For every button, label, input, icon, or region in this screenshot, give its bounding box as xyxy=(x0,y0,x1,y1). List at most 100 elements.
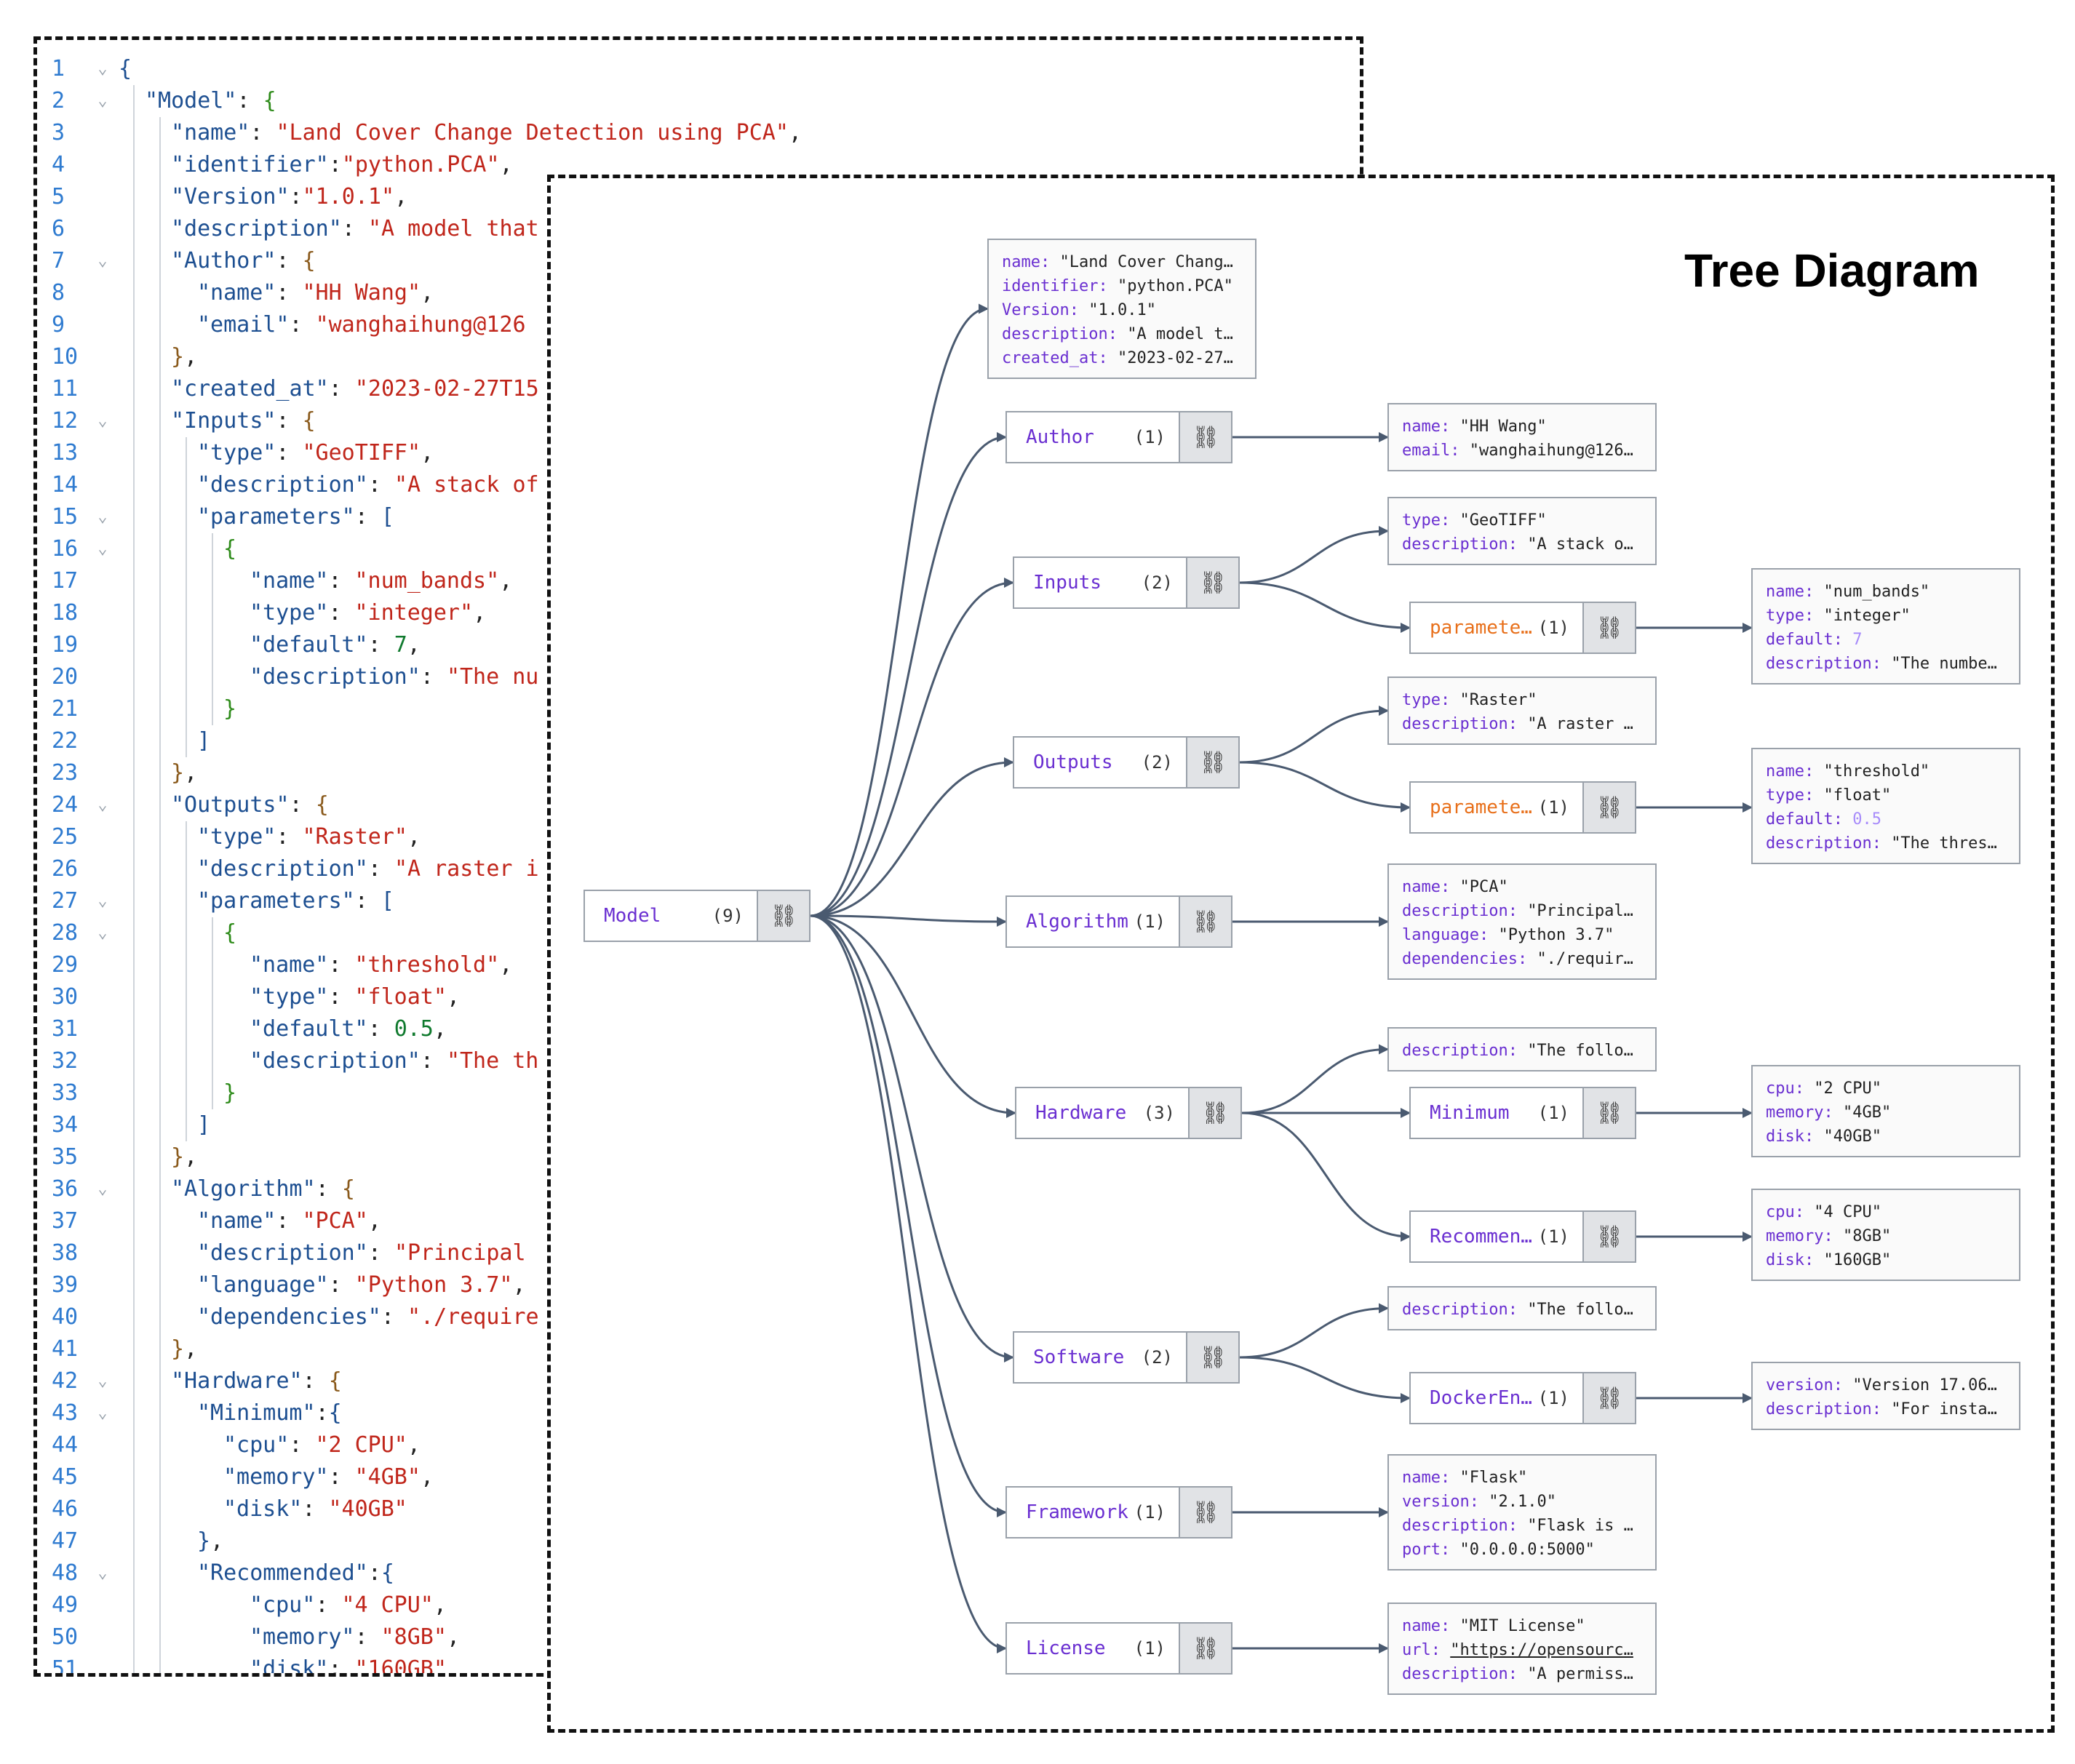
code-token: [ xyxy=(381,504,394,530)
tree-node-framework[interactable]: Framework(1)⛓ xyxy=(1005,1486,1232,1538)
code-line[interactable]: 20"description": "The nu xyxy=(37,661,1360,693)
code-line[interactable]: 40"dependencies": "./require xyxy=(37,1301,1360,1333)
link-icon[interactable]: ⛓ xyxy=(1582,783,1635,832)
tree-node-author[interactable]: Author(1)⛓ xyxy=(1005,411,1232,463)
code-line[interactable]: 39"language": "Python 3.7", xyxy=(37,1269,1360,1301)
code-line[interactable]: 34] xyxy=(37,1109,1360,1141)
code-line[interactable]: 33} xyxy=(37,1077,1360,1109)
fold-chevron-icon[interactable]: ⌄ xyxy=(97,892,108,910)
property-value: "The thres… xyxy=(1891,834,1997,853)
code-line[interactable]: 35}, xyxy=(37,1141,1360,1173)
link-icon[interactable]: ⛓ xyxy=(1186,1333,1238,1382)
tree-edge xyxy=(1239,1303,1389,1359)
code-line[interactable]: 46"disk": "40GB" xyxy=(37,1493,1360,1525)
code-line[interactable]: 48⌄"Recommended":{ xyxy=(37,1557,1360,1589)
code-line[interactable]: 25"type": "Raster", xyxy=(37,821,1360,853)
tree-node-minimum[interactable]: Minimum(1)⛓ xyxy=(1409,1087,1636,1139)
fold-chevron-icon[interactable]: ⌄ xyxy=(97,1180,108,1198)
fold-chevron-icon[interactable]: ⌄ xyxy=(97,540,108,558)
link-icon[interactable]: ⛓ xyxy=(1582,1373,1635,1423)
code-line[interactable]: 3"name": "Land Cover Change Detection us… xyxy=(37,117,1360,149)
tree-node-paramete[interactable]: paramete…(1)⛓ xyxy=(1409,602,1636,654)
code-line[interactable]: 36⌄"Algorithm": { xyxy=(37,1173,1360,1205)
code-line[interactable]: 15⌄"parameters": [ xyxy=(37,501,1360,533)
code-line[interactable]: 26"description": "A raster i xyxy=(37,853,1360,885)
link-icon[interactable]: ⛓ xyxy=(1179,1488,1231,1537)
code-line[interactable]: 12⌄"Inputs": { xyxy=(37,405,1360,437)
code-line[interactable]: 38"description": "Principal xyxy=(37,1237,1360,1269)
code-line[interactable]: 47}, xyxy=(37,1525,1360,1557)
link-icon[interactable]: ⛓ xyxy=(1179,897,1231,946)
code-line[interactable]: 1⌄{ xyxy=(37,53,1360,85)
fold-chevron-icon[interactable]: ⌄ xyxy=(97,508,108,526)
property-link[interactable]: "https://opensourc… xyxy=(1450,1640,1633,1659)
fold-chevron-icon[interactable]: ⌄ xyxy=(97,1564,108,1582)
code-line[interactable]: 49"cpu": "4 CPU", xyxy=(37,1589,1360,1621)
code-line[interactable]: 6"description": "A model that xyxy=(37,213,1360,245)
tree-node-inputs[interactable]: Inputs(2)⛓ xyxy=(1013,556,1240,609)
code-line[interactable]: 50"memory": "8GB", xyxy=(37,1621,1360,1653)
code-line[interactable]: 8"name": "HH Wang", xyxy=(37,277,1360,309)
tree-node-license[interactable]: License(1)⛓ xyxy=(1005,1622,1232,1675)
code-line[interactable]: 10}, xyxy=(37,341,1360,373)
link-icon[interactable]: ⛓ xyxy=(757,891,809,941)
code-line[interactable]: 13"type": "GeoTIFF", xyxy=(37,437,1360,469)
code-line[interactable]: 28⌄{ xyxy=(37,917,1360,949)
code-line[interactable]: 42⌄"Hardware": { xyxy=(37,1365,1360,1397)
fold-chevron-icon[interactable]: ⌄ xyxy=(97,1372,108,1390)
code-line[interactable]: 23}, xyxy=(37,757,1360,789)
code-line[interactable]: 41}, xyxy=(37,1333,1360,1365)
fold-chevron-icon[interactable]: ⌄ xyxy=(97,412,108,430)
link-icon[interactable]: ⛓ xyxy=(1582,603,1635,652)
code-line[interactable]: 24⌄"Outputs": { xyxy=(37,789,1360,821)
code-line[interactable]: 29"name": "threshold", xyxy=(37,949,1360,981)
code-line[interactable]: 44"cpu": "2 CPU", xyxy=(37,1429,1360,1461)
code-line[interactable]: 9"email": "wanghaihung@126 xyxy=(37,309,1360,341)
code-line[interactable]: 51"disk": "160GB" xyxy=(37,1653,1360,1673)
tree-node-model[interactable]: Model(9)⛓ xyxy=(584,890,811,942)
tree-node-hardware[interactable]: Hardware(3)⛓ xyxy=(1015,1087,1242,1139)
code-line[interactable]: 18"type": "integer", xyxy=(37,597,1360,629)
fold-chevron-icon[interactable]: ⌄ xyxy=(97,92,108,110)
fold-chevron-icon[interactable]: ⌄ xyxy=(97,924,108,942)
link-icon[interactable]: ⛓ xyxy=(1186,738,1238,787)
code-line[interactable]: 5"Version":"1.0.1", xyxy=(37,181,1360,213)
fold-chevron-icon[interactable]: ⌄ xyxy=(97,1404,108,1422)
code-line[interactable]: 19"default": 7, xyxy=(37,629,1360,661)
code-line[interactable]: 37"name": "PCA", xyxy=(37,1205,1360,1237)
tree-node-dockeren[interactable]: DockerEn…(1)⛓ xyxy=(1409,1372,1636,1424)
code-line[interactable]: 2⌄"Model": { xyxy=(37,85,1360,117)
property-key: type: xyxy=(1766,786,1824,805)
code-line[interactable]: 27⌄"parameters": [ xyxy=(37,885,1360,917)
code-line[interactable]: 32"description": "The th xyxy=(37,1045,1360,1077)
code-line[interactable]: 45"memory": "4GB", xyxy=(37,1461,1360,1493)
property-value: "Raster" xyxy=(1459,691,1537,709)
code-line[interactable]: 22] xyxy=(37,725,1360,757)
fold-chevron-icon[interactable]: ⌄ xyxy=(97,60,108,78)
code-line[interactable]: 4"identifier":"python.PCA", xyxy=(37,149,1360,181)
code-line[interactable]: 7⌄"Author": { xyxy=(37,245,1360,277)
link-icon[interactable]: ⛓ xyxy=(1582,1212,1635,1261)
code-line[interactable]: 30"type": "float", xyxy=(37,981,1360,1013)
tree-edges xyxy=(810,303,1753,1653)
code-line[interactable]: 21} xyxy=(37,693,1360,725)
code-line[interactable]: 17"name": "num_bands", xyxy=(37,565,1360,597)
code-line[interactable]: 16⌄{ xyxy=(37,533,1360,565)
code-line[interactable]: 43⌄"Minimum":{ xyxy=(37,1397,1360,1429)
tree-node-algorithm[interactable]: Algorithm(1)⛓ xyxy=(1005,895,1232,948)
tree-node-paramete[interactable]: paramete…(1)⛓ xyxy=(1409,781,1636,834)
link-icon[interactable]: ⛓ xyxy=(1582,1088,1635,1138)
tree-node-recommen[interactable]: Recommen…(1)⛓ xyxy=(1409,1210,1636,1263)
code-line[interactable]: 11"created_at": "2023-02-27T15 xyxy=(37,373,1360,405)
link-icon[interactable]: ⛓ xyxy=(1179,1624,1231,1673)
code-line[interactable]: 14"description": "A stack of xyxy=(37,469,1360,501)
link-icon[interactable]: ⛓ xyxy=(1186,558,1238,607)
link-icon[interactable]: ⛓ xyxy=(1188,1088,1240,1138)
link-icon[interactable]: ⛓ xyxy=(1179,412,1231,462)
code-token: "A raster i xyxy=(394,856,539,882)
tree-node-software[interactable]: Software(2)⛓ xyxy=(1013,1331,1240,1384)
fold-chevron-icon[interactable]: ⌄ xyxy=(97,252,108,270)
code-line[interactable]: 31"default": 0.5, xyxy=(37,1013,1360,1045)
fold-chevron-icon[interactable]: ⌄ xyxy=(97,796,108,814)
tree-node-outputs[interactable]: Outputs(2)⛓ xyxy=(1013,736,1240,789)
